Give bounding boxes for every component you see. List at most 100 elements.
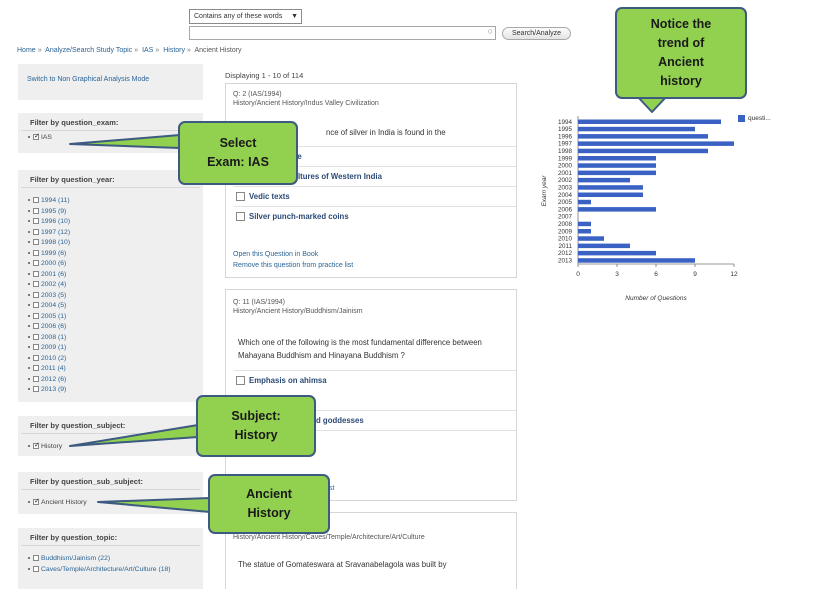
checkbox[interactable] — [33, 249, 39, 256]
filter-year-item[interactable]: 2011 (4) — [28, 364, 203, 375]
remove-from-practice-link[interactable]: st — [329, 485, 335, 492]
remove-from-practice-link[interactable]: Remove this question from practice list — [233, 262, 354, 269]
y-tick-label: 2009 — [558, 228, 573, 235]
filter-year-label[interactable]: 1997 (12) — [41, 228, 71, 236]
checkbox[interactable] — [33, 281, 39, 288]
search-analyze-button[interactable]: Search/Analyze — [502, 27, 571, 40]
checkbox[interactable] — [33, 354, 39, 361]
filter-year-label[interactable]: 2002 (4) — [41, 281, 67, 288]
y-tick-label: 2005 — [558, 199, 573, 206]
checkbox[interactable] — [33, 323, 39, 330]
search-mode-value: Contains any of these words — [194, 13, 283, 20]
open-in-book-link[interactable]: Open this Question in Book — [233, 251, 319, 258]
filter-year-label[interactable]: 1998 (10) — [41, 239, 71, 246]
filter-year-label[interactable]: 2004 (5) — [41, 302, 67, 309]
breadcrumb-history[interactable]: History — [163, 47, 185, 54]
checkbox[interactable] — [33, 344, 39, 351]
bar-2001 — [578, 170, 656, 176]
bar-1998 — [578, 148, 708, 154]
filter-year-item[interactable]: 1995 (9) — [28, 207, 203, 218]
checkbox-checked[interactable] — [33, 132, 40, 143]
filter-year-item[interactable]: 1997 (12) — [28, 228, 203, 239]
checkbox[interactable] — [33, 555, 39, 562]
question-text: nce of silver in India is found in the — [326, 128, 446, 137]
checkbox[interactable] — [33, 239, 39, 246]
filter-year-item[interactable]: 2003 (5) — [28, 291, 203, 302]
checkbox[interactable] — [33, 386, 39, 393]
filter-topic-box: Filter by question_topic: Buddhism/Jaini… — [18, 528, 203, 589]
filter-topic-item[interactable]: Buddhism/Jainism (22) — [28, 554, 203, 565]
checkbox[interactable] — [33, 260, 39, 267]
filter-sub-subject-item[interactable]: Ancient History — [28, 497, 203, 509]
filter-year-label[interactable]: 2001 (6) — [41, 270, 67, 278]
breadcrumb-ias[interactable]: IAS — [142, 47, 154, 54]
search-mode-select[interactable]: Contains any of these words ▼ — [189, 9, 302, 24]
filter-year-label[interactable]: 2008 (1) — [41, 333, 67, 341]
checkbox[interactable] — [33, 218, 39, 225]
checkbox[interactable] — [236, 376, 245, 386]
filter-year-item[interactable]: 2005 (1) — [28, 312, 203, 323]
filter-exam-item[interactable]: IAS — [28, 132, 203, 144]
filter-year-item[interactable]: 2013 (9) — [28, 385, 203, 396]
filter-year-label[interactable]: 1994 (11) — [41, 197, 70, 204]
answer-option[interactable]: Silver punch-marked coins — [234, 206, 516, 226]
answer-option[interactable]: Emphasis on ahimsa — [234, 370, 516, 390]
question-path: History/Ancient History/Indus Valley Civ… — [233, 100, 379, 107]
checkbox[interactable] — [236, 192, 245, 202]
filter-year-label[interactable]: 2000 (6) — [41, 260, 67, 267]
breadcrumb-home[interactable]: Home — [17, 47, 36, 54]
filter-year-label[interactable]: 2012 (6) — [41, 375, 67, 383]
filter-year-label[interactable]: 2003 (5) — [41, 291, 67, 299]
filter-year-label[interactable]: 1996 (10) — [41, 218, 71, 225]
filter-year-item[interactable]: 2009 (1) — [28, 343, 203, 354]
answer-option[interactable]: Vedic texts — [234, 186, 516, 206]
checkbox[interactable] — [33, 312, 39, 319]
filter-year-label[interactable]: 1999 (6) — [41, 249, 67, 257]
filter-year-item[interactable]: 2001 (6) — [28, 270, 203, 281]
checkbox[interactable] — [33, 228, 39, 235]
checkbox[interactable] — [236, 212, 245, 222]
bar-1997 — [578, 141, 734, 146]
checkbox[interactable] — [33, 197, 39, 204]
filter-year-item[interactable]: 1998 (10) — [28, 238, 203, 249]
checkbox[interactable] — [33, 365, 39, 372]
checkbox[interactable] — [33, 270, 39, 277]
checkbox[interactable] — [33, 333, 39, 340]
filter-year-label[interactable]: 2011 (4) — [41, 365, 66, 372]
search-input[interactable]: ○ — [189, 26, 496, 40]
filter-year-item[interactable]: 2004 (5) — [28, 301, 203, 312]
filter-subject-item[interactable]: History — [28, 441, 203, 453]
filter-year-item[interactable]: 1999 (6) — [28, 249, 203, 260]
answer-option[interactable]: ltures of Western India — [234, 166, 516, 186]
filter-year-label[interactable]: 2013 (9) — [41, 386, 67, 393]
y-tick-label: 2008 — [558, 221, 573, 228]
checkbox[interactable] — [33, 302, 39, 309]
callout-trend: Notice the trend of Ancient history — [615, 7, 747, 99]
filter-year-item[interactable]: 2008 (1) — [28, 333, 203, 344]
filter-year-label[interactable]: 2010 (2) — [41, 354, 67, 362]
checkbox[interactable] — [33, 291, 39, 298]
filter-year-item[interactable]: 1996 (10) — [28, 217, 203, 228]
filter-year-label[interactable]: 2009 (1) — [41, 344, 67, 351]
answer-option[interactable]: d goddesses — [234, 410, 516, 430]
filter-year-item[interactable]: 1994 (11) — [28, 196, 203, 207]
filter-topic-item[interactable]: Caves/Temple/Architecture/Art/Culture (1… — [28, 565, 203, 576]
breadcrumb-analyze[interactable]: Analyze/Search Study Topic — [45, 47, 133, 54]
checkbox[interactable] — [33, 207, 39, 214]
y-tick-label: 1994 — [558, 119, 573, 126]
checkbox-checked[interactable] — [33, 441, 40, 452]
checkbox[interactable] — [33, 565, 39, 572]
filter-year-label[interactable]: 2005 (1) — [41, 312, 67, 320]
filter-year-item[interactable]: 2012 (6) — [28, 375, 203, 386]
filter-year-item[interactable]: 2010 (2) — [28, 354, 203, 365]
filter-year-label[interactable]: 2006 (6) — [41, 323, 67, 330]
y-tick-label: 1995 — [558, 126, 573, 133]
mode-switch-box: Switch to Non Graphical Analysis Mode — [18, 64, 203, 100]
switch-mode-link[interactable]: Switch to Non Graphical Analysis Mode — [27, 76, 150, 83]
filter-year-item[interactable]: 2006 (6) — [28, 322, 203, 333]
filter-year-item[interactable]: 2000 (6) — [28, 259, 203, 270]
checkbox-checked[interactable] — [33, 497, 40, 508]
checkbox[interactable] — [33, 375, 39, 382]
filter-year-label[interactable]: 1995 (9) — [41, 207, 67, 215]
filter-year-item[interactable]: 2002 (4) — [28, 280, 203, 291]
